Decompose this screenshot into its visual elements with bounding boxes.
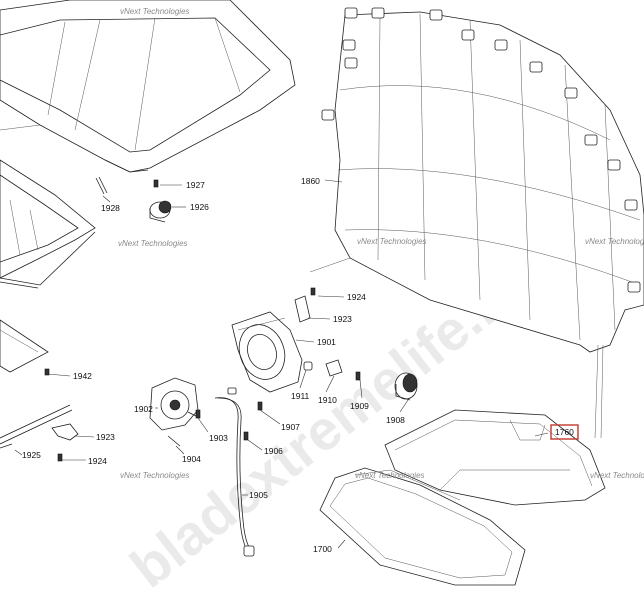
screw-1927 (153, 179, 159, 188)
callout-1905: 1905 (249, 490, 268, 500)
spacer-1911 (303, 361, 313, 371)
clip-1904 (167, 435, 181, 447)
bracket-1910 (325, 359, 343, 377)
callout-1911: 1911 (291, 391, 310, 401)
callout-1925: 1925 (22, 450, 41, 460)
knob-1908 (394, 372, 418, 401)
watermark-text: vNext Technologies (118, 239, 188, 248)
panel-1700 (319, 467, 526, 586)
callout-1909: 1909 (350, 401, 369, 411)
rod-1928 (95, 176, 108, 195)
rear-curtain-1860 (309, 7, 644, 439)
callout-1700: 1700 (313, 544, 332, 554)
callout-1924-top: 1924 (347, 292, 366, 302)
callout-1903: 1903 (209, 433, 228, 443)
callout-1902: 1902 (134, 404, 153, 414)
cover-panel-1760 (384, 409, 606, 506)
callout-1901: 1901 (317, 337, 336, 347)
callout-1926: 1926 (190, 202, 209, 212)
callout-1927: 1927 (186, 180, 205, 190)
callout-1928: 1928 (101, 203, 120, 213)
speaker-1902 (149, 377, 201, 431)
watermark-text: vNext Technologies (590, 471, 644, 480)
callout-1910: 1910 (318, 395, 337, 405)
panel-1942 (0, 319, 50, 376)
watermark-text: vNext Technologies (355, 471, 425, 480)
screw-1903 (195, 409, 201, 419)
leader-lines (14, 179, 549, 549)
rail-assembly (0, 404, 79, 462)
callout-1904: 1904 (182, 454, 201, 464)
windshield-frame (0, 159, 96, 289)
roof-panel (0, 0, 296, 173)
screw-1906 (243, 431, 249, 441)
callout-1924-bottom: 1924 (88, 456, 107, 466)
screw-1909 (355, 371, 361, 381)
watermark-text: vNext Technologies (120, 7, 190, 16)
knob-1926 (149, 200, 172, 223)
callout-1906: 1906 (264, 446, 283, 456)
callout-labels: 1927 1926 1928 1860 1924 1923 1901 1942 … (22, 176, 579, 554)
callout-1908: 1908 (386, 415, 405, 425)
speaker-housing-1901 (231, 311, 303, 393)
callout-1760-highlight-box (550, 424, 579, 440)
watermarks-small: vNext Technologies vNext Technologies vN… (118, 7, 644, 480)
watermark-text: vNext Technologies (120, 471, 190, 480)
watermark-text: vNext Technologies (585, 237, 644, 246)
callout-1942: 1942 (73, 371, 92, 381)
wire-harness-1905 (214, 387, 255, 557)
callout-1907: 1907 (281, 422, 300, 432)
screw-1907 (257, 401, 263, 411)
callout-1923-bottom: 1923 (96, 432, 115, 442)
callout-1923-top: 1923 (333, 314, 352, 324)
callout-1760: 1760 (555, 427, 574, 437)
watermark-text: vNext Technologies (357, 237, 427, 246)
callout-1860: 1860 (301, 176, 320, 186)
bracket-1923 (294, 287, 316, 323)
